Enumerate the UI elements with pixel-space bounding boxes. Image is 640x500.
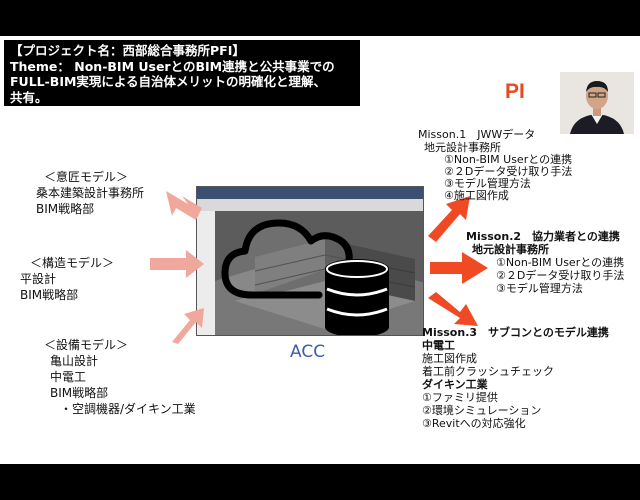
mission3-org-1: 中電工 <box>422 339 455 352</box>
equipment-heading: ＜設備モデル＞ <box>44 338 129 352</box>
equipment-item-4: ・空調機器/ダイキン工業 <box>60 402 196 416</box>
mission1-item-2: ②２Dデータ受け取り手法 <box>444 165 573 178</box>
title-line-2: Theme： Non-BIM UserとのBIM連携と公共事業での <box>10 58 335 74</box>
structure-item-1: 平設計 <box>20 272 57 286</box>
arrow-in-equipment <box>172 308 204 344</box>
mission1-item-1: ①Non-BIM Userとの連携 <box>444 153 573 166</box>
mission3-org1-item-2: 着工前クラッシュチェック <box>422 365 554 378</box>
title-line-4: 共有。 <box>10 89 48 105</box>
cloud-database-icon <box>221 219 389 335</box>
title-line-3: FULL-BIM実現による自治体メリットの明確化と理解、 <box>10 74 327 89</box>
mission3-org2-item-1: ①ファミリ提供 <box>422 391 498 404</box>
arrow-out-mission3 <box>428 292 478 326</box>
arrow-out-mission2 <box>430 252 488 284</box>
structure-item-2: BIM戦略部 <box>20 288 79 302</box>
mission3-org1-item-1: 施工図作成 <box>422 352 477 365</box>
arrow-in-design <box>166 191 202 220</box>
mission2-title: Misson.2 協力業者との連携 <box>466 230 620 243</box>
mission3-title: Misson.3 サブコンとのモデル連携 <box>422 326 609 339</box>
revit-screenshot <box>196 186 424 336</box>
mission1-title: Misson.1 JWWデータ <box>418 128 536 141</box>
mission1-item-4: ④施工図作成 <box>444 189 509 202</box>
screenshot-sidebar <box>197 211 215 335</box>
mission2-org: 地元設計事務所 <box>472 243 549 256</box>
mission2-item-2: ②２Dデータ受け取り手法 <box>496 269 625 282</box>
screenshot-titlebar <box>197 187 423 199</box>
design-item-2: BIM戦略部 <box>36 202 95 216</box>
screenshot-ribbon <box>197 199 423 211</box>
presenter-video <box>560 72 634 134</box>
title-box: 【プロジェクト名：西部総合事務所PFI】 Theme： Non-BIM User… <box>4 40 360 106</box>
presenter-icon <box>560 72 634 134</box>
mission3-org-2: ダイキン工業 <box>422 378 488 391</box>
equipment-item-2: 中電工 <box>50 370 87 384</box>
mission1-org: 地元設計事務所 <box>424 141 501 154</box>
mission3-org2-item-3: ③Revitへの対応強化 <box>422 417 526 430</box>
acc-label: ACC <box>290 342 326 362</box>
structure-heading: ＜構造モデル＞ <box>30 256 115 270</box>
equipment-item-3: BIM戦略部 <box>50 386 109 400</box>
mission3-org2-item-2: ②環境シミュレーション <box>422 404 542 417</box>
mission2-item-3: ③モデル管理方法 <box>496 282 583 295</box>
design-item-1: 桑本建築設計事務所 <box>36 186 145 200</box>
mission2-item-1: ①Non-BIM Userとの連携 <box>496 256 625 269</box>
arrow-out-mission1 <box>428 196 470 242</box>
logo: PI <box>505 80 525 103</box>
mission1-item-3: ③モデル管理方法 <box>444 177 531 190</box>
equipment-item-1: 亀山設計 <box>50 354 99 368</box>
design-heading: ＜意匠モデル＞ <box>44 170 129 184</box>
title-line-1: 【プロジェクト名：西部総合事務所PFI】 <box>10 43 245 58</box>
arrow-in-structure <box>150 250 204 278</box>
